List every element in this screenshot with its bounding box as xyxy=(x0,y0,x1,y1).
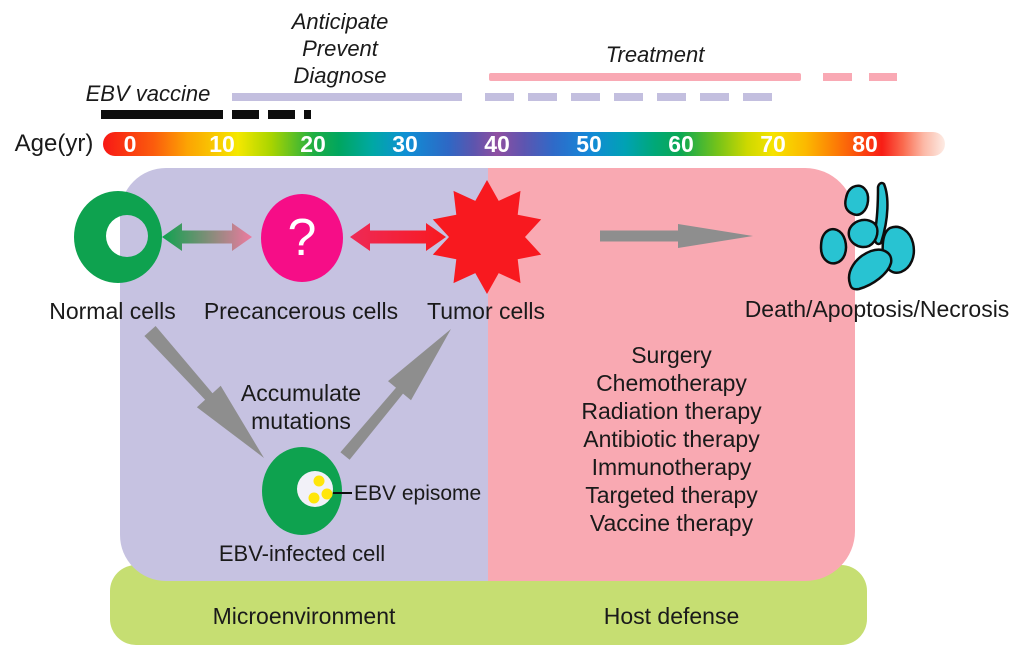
precancerous-cell-icon xyxy=(261,194,343,282)
death-label: Death/Apoptosis/Necrosis xyxy=(744,296,1010,322)
age-tick-20: 20 xyxy=(300,131,326,157)
ebv-vaccine-line-dash xyxy=(304,110,311,119)
ebv-episome-dot xyxy=(313,475,325,487)
therapy-item: Antibiotic therapy xyxy=(583,426,760,452)
precancer-tumor-arrow xyxy=(350,223,446,251)
therapy-item: Immunotherapy xyxy=(591,454,752,480)
ebv-episome-dot xyxy=(308,492,320,504)
ebv-vaccine-line-dash xyxy=(268,110,295,119)
therapy-item: Vaccine therapy xyxy=(589,510,754,536)
ebv-vaccine-label: EBV vaccine xyxy=(85,81,211,106)
question-mark: ? xyxy=(287,209,317,267)
phase-line-diagnose: Diagnose xyxy=(293,63,387,88)
anticipate-phase-label: Anticipate Prevent Diagnose xyxy=(240,8,440,89)
normal-cells-label: Normal cells xyxy=(49,298,176,324)
infected-cell-icon xyxy=(262,447,342,535)
accumulate-mutations-label: Accumulate mutations xyxy=(201,379,401,435)
treatment-label: Treatment xyxy=(605,42,705,67)
ebv-vaccine-line-dash xyxy=(232,110,259,119)
microenvironment-label: Microenvironment xyxy=(212,603,396,629)
age-tick-60: 60 xyxy=(668,131,694,157)
phase-line-prevent: Prevent xyxy=(302,36,378,61)
precancerous-cells-label: Precancerous cells xyxy=(203,298,399,324)
age-tick-10: 10 xyxy=(209,131,235,157)
death-debris-icon xyxy=(819,181,916,291)
ebv-episome-dot xyxy=(321,488,333,500)
treatment-line-dash xyxy=(823,73,852,81)
age-tick-50: 50 xyxy=(576,131,602,157)
anticipate-line-solid xyxy=(232,93,462,101)
therapy-list: Surgery Chemotherapy Radiation therapy A… xyxy=(488,341,855,537)
age-tick-30: 30 xyxy=(392,131,418,157)
mutation-arrow-left xyxy=(144,326,264,458)
age-gradient-bar: 0 10 20 30 40 50 60 70 80 xyxy=(103,132,945,156)
treatment-line-solid xyxy=(489,73,801,81)
age-axis-label: Age(yr) xyxy=(14,130,94,157)
mutation-arrow-right xyxy=(340,329,451,460)
tumor-cells-label: Tumor cells xyxy=(427,298,545,324)
mutations-line-2: mutations xyxy=(251,408,351,434)
treatment-line-dash xyxy=(869,73,897,81)
phase-line-anticipate: Anticipate xyxy=(291,9,389,34)
anticipate-line-dashed xyxy=(485,93,778,101)
tumor-cell-icon xyxy=(432,180,542,294)
mutations-line-1: Accumulate xyxy=(240,380,362,406)
therapy-item: Targeted therapy xyxy=(585,482,758,508)
tumor-death-arrow xyxy=(600,224,753,248)
normal-precancer-arrow xyxy=(162,223,252,251)
host-defense-label: Host defense xyxy=(603,603,740,629)
normal-cell-icon xyxy=(74,191,162,283)
age-tick-40: 40 xyxy=(484,131,510,157)
ebv-vaccine-line-solid xyxy=(101,110,223,119)
ebv-episome-label: EBV episome xyxy=(354,482,482,505)
age-tick-70: 70 xyxy=(760,131,786,157)
therapy-item: Surgery xyxy=(631,342,712,368)
therapy-item: Chemotherapy xyxy=(596,370,747,396)
age-tick-80: 80 xyxy=(852,131,878,157)
ebv-infected-cell-label: EBV-infected cell xyxy=(218,541,386,566)
age-tick-0: 0 xyxy=(123,131,137,157)
therapy-item: Radiation therapy xyxy=(581,398,762,424)
